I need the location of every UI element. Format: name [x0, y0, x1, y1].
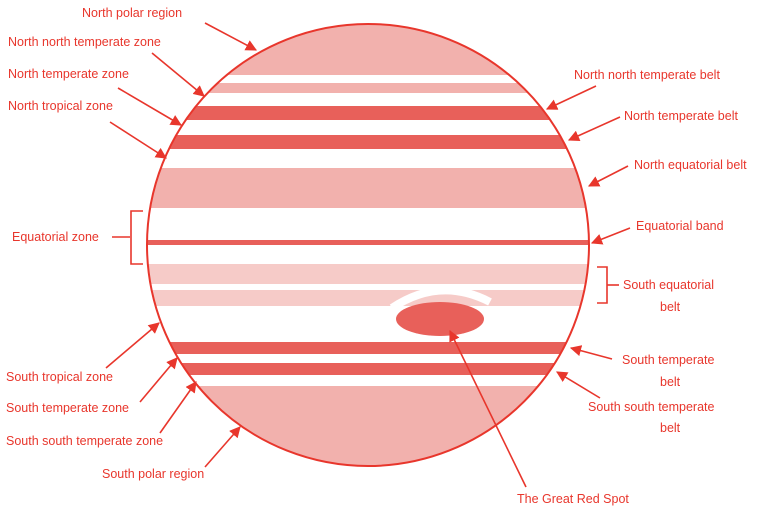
equatorial-band: [140, 240, 600, 245]
label-north-north-temperate-zone: North north temperate zone: [8, 35, 161, 49]
label-north-tropical-zone: North tropical zone: [8, 99, 113, 113]
bracket-equatorial-zone: [131, 211, 143, 264]
arrow-north-equatorial-belt: [589, 166, 628, 186]
arrow-north-tropical-zone: [110, 122, 166, 158]
south-south-temperate-belt-band: [140, 363, 600, 375]
label-south-south-temperate-zone: South south temperate zone: [6, 434, 163, 448]
label-north-north-temperate-belt: North north temperate belt: [574, 68, 720, 82]
south-equatorial-belt-band-2: [140, 290, 600, 306]
label-north-temperate-zone: North temperate zone: [8, 67, 129, 81]
arrow-south-temperate-zone: [140, 358, 177, 402]
label-equatorial-zone: Equatorial zone: [12, 230, 99, 244]
north-polar-region-band: [140, 20, 600, 75]
label-north-temperate-belt: North temperate belt: [624, 109, 738, 123]
arrow-north-temperate-belt: [569, 117, 620, 140]
south-temperate-belt-band: [140, 342, 600, 354]
label-south-equatorial-belt-line1: South equatorial: [623, 278, 714, 292]
great-red-spot: [396, 302, 484, 336]
label-north-equatorial-belt: North equatorial belt: [634, 158, 747, 172]
bracket-south-equatorial-belt: [597, 267, 607, 303]
arrow-south-south-temperate-belt: [557, 372, 600, 398]
north-temperate-belt-band: [140, 106, 600, 120]
north-tropical-belt-band: [140, 135, 600, 149]
arrow-north-north-temperate-zone: [152, 53, 204, 96]
label-south-temperate-belt-line2: belt: [660, 375, 681, 389]
label-south-equatorial-belt-line2: belt: [660, 300, 681, 314]
label-great-red-spot: The Great Red Spot: [517, 492, 629, 506]
arrow-south-south-temperate-zone: [160, 382, 196, 433]
south-equatorial-belt-band-1: [140, 264, 600, 284]
arrow-north-temperate-zone: [118, 88, 181, 125]
north-equatorial-belt-band: [140, 168, 600, 208]
label-south-south-temperate-belt-line1: South south temperate: [588, 400, 715, 414]
arrow-north-polar-region: [205, 23, 256, 50]
label-south-tropical-zone: South tropical zone: [6, 370, 113, 384]
planet-bands: [140, 20, 600, 475]
label-south-south-temperate-belt-line2: belt: [660, 421, 681, 435]
label-south-temperate-belt-line1: South temperate: [622, 353, 714, 367]
label-south-temperate-zone: South temperate zone: [6, 401, 129, 415]
arrow-south-polar-region: [205, 427, 240, 467]
label-equatorial-band: Equatorial band: [636, 219, 724, 233]
label-south-polar-region: South polar region: [102, 467, 204, 481]
arrow-south-temperate-belt: [571, 348, 612, 359]
arrow-south-tropical-zone: [106, 323, 159, 368]
arrow-equatorial-band: [592, 228, 630, 243]
label-north-polar-region: North polar region: [82, 6, 182, 20]
arrow-north-north-temperate-belt: [547, 86, 596, 109]
